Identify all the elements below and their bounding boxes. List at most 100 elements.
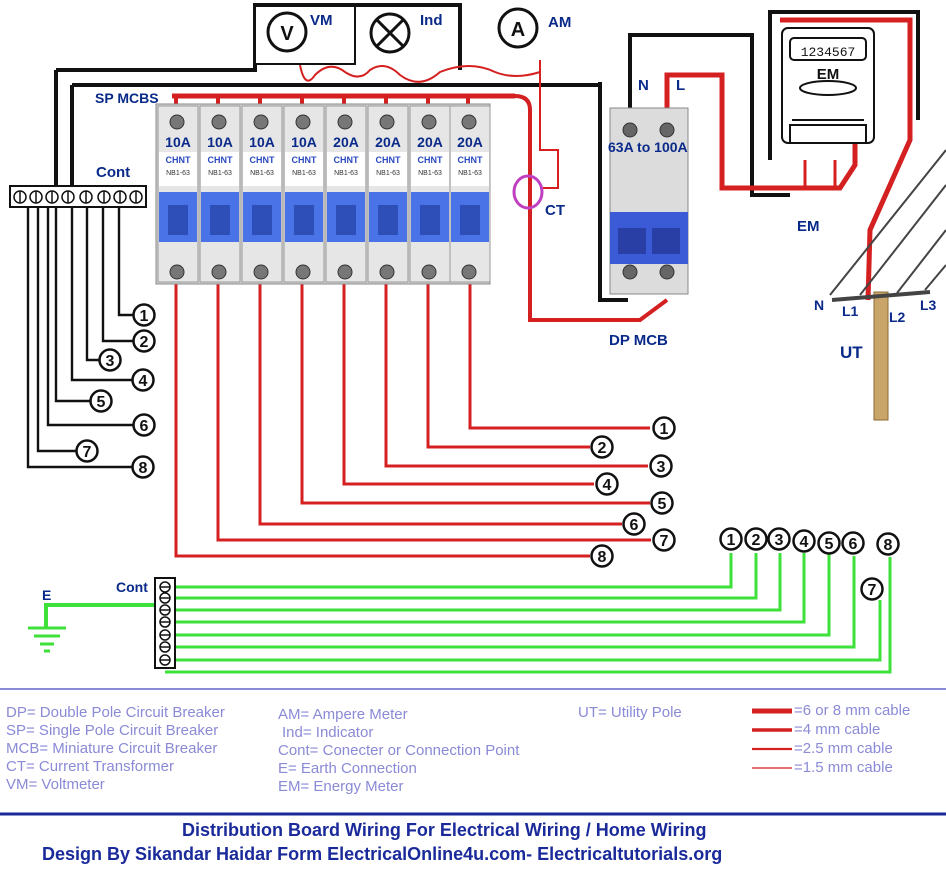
footer-title: Distribution Board Wiring For Electrical… — [182, 820, 707, 840]
ut-label: UT — [840, 343, 863, 362]
e-label: E — [42, 587, 51, 603]
ct-label: CT — [545, 202, 565, 219]
connection-number-4: 4 — [131, 368, 155, 392]
ind-label: Ind — [420, 12, 443, 29]
connection-number-2: 2 — [132, 329, 156, 353]
dp-mcb — [609, 107, 689, 295]
connection-number-7: 7 — [652, 528, 676, 552]
dp-mcb-label: DP MCB — [609, 332, 668, 349]
pole-n-label: N — [814, 297, 824, 313]
am-label: AM — [548, 14, 571, 31]
breaker-model: NB1-63 — [458, 170, 482, 177]
breaker-brand: CHNT — [376, 155, 401, 165]
breaker-brand: CHNT — [208, 155, 233, 165]
voltmeter: V — [266, 11, 308, 53]
breaker-brand: CHNT — [458, 155, 483, 165]
connector-screw — [129, 190, 143, 204]
legend-cables: =6 or 8 mm cable =4 mm cable =2.5 mm cab… — [794, 702, 910, 778]
breaker-rating: 10A — [207, 134, 233, 150]
connection-number-1: 1 — [132, 303, 156, 327]
connection-number-4: 4 — [595, 472, 619, 496]
breaker-model: NB1-63 — [334, 170, 358, 177]
connector-screw — [79, 190, 93, 204]
connector-screw — [45, 190, 59, 204]
l-label: L — [676, 77, 685, 94]
legend-cont: Cont= Conecter or Connection Point — [278, 742, 520, 759]
vm-label: VM — [310, 12, 333, 29]
breaker-model: NB1-63 — [292, 170, 316, 177]
connection-number-6: 6 — [622, 512, 646, 536]
connection-number-label: 5 — [658, 496, 667, 513]
legend-ut: UT= Utility Pole — [578, 704, 682, 721]
breaker-model: NB1-63 — [250, 170, 274, 177]
ammeter-symbol: A — [511, 19, 525, 41]
connection-number-label: 5 — [825, 536, 834, 553]
breaker-brand: CHNT — [334, 155, 359, 165]
energy-meter — [781, 27, 875, 144]
legend-cable-6mm: =6 or 8 mm cable — [794, 702, 911, 719]
connector-screw — [159, 581, 171, 593]
connection-number-label: 6 — [630, 517, 639, 534]
legend-ind: Ind= Indicator — [282, 724, 374, 741]
meter-display: 1234567 — [801, 45, 856, 60]
connection-number-6: 6 — [841, 531, 865, 555]
legend-sp: SP= Single Pole Circuit Breaker — [6, 722, 219, 739]
legend-cable-1-5mm: =1.5 mm cable — [794, 759, 893, 776]
sp-mcb-2: 10A CHNT NB1-63 — [199, 105, 241, 283]
connection-number-label: 6 — [849, 536, 858, 553]
pole-l2-label: L2 — [889, 309, 906, 325]
connection-number-label: 3 — [106, 353, 115, 370]
earth-wires — [44, 553, 892, 674]
connection-number-6: 6 — [132, 413, 156, 437]
breaker-model: NB1-63 — [208, 170, 232, 177]
connector-screw — [97, 190, 111, 204]
connector-screw — [113, 190, 127, 204]
breaker-rating: 20A — [417, 134, 443, 150]
connection-number-2: 2 — [744, 527, 768, 551]
connector-screw — [159, 604, 171, 616]
sp-mcbs-label: SP MCBS — [95, 90, 159, 106]
legend-em: EM= Energy Meter — [278, 778, 404, 795]
connection-number-3: 3 — [98, 348, 122, 372]
cont-bottom-label: Cont — [116, 579, 148, 595]
dp-rating-label: 63A to 100A — [608, 139, 688, 155]
em-label: EM — [797, 218, 820, 235]
connector-screw — [29, 190, 43, 204]
pole-l1-label: L1 — [842, 303, 859, 319]
pole-l3-label: L3 — [920, 297, 937, 313]
breaker-brand: CHNT — [418, 155, 443, 165]
connection-number-label: 8 — [139, 460, 148, 477]
connector-screw — [159, 654, 171, 666]
connection-number-5: 5 — [817, 531, 841, 555]
cont-wires-left — [26, 195, 135, 469]
legend-column-2: AM= Ampere Meter Ind= Indicator Cont= Co… — [278, 706, 519, 796]
connection-number-5: 5 — [650, 491, 674, 515]
legend-ct: CT= Current Transformer — [6, 758, 174, 775]
connection-number-label: 7 — [83, 444, 92, 461]
legend-column-1: DP= Double Pole Circuit Breaker SP= Sing… — [6, 704, 225, 794]
legend-e: E= Earth Connection — [278, 760, 417, 777]
footer-credit: Design By Sikandar Haidar Form Electrica… — [42, 844, 723, 864]
connection-number-label: 4 — [139, 373, 148, 390]
n-label: N — [638, 77, 649, 94]
breaker-rating: 20A — [375, 134, 401, 150]
connector-screw — [159, 629, 171, 641]
voltmeter-symbol: V — [280, 23, 294, 45]
connection-number-label: 4 — [800, 534, 809, 551]
breaker-model: NB1-63 — [418, 170, 442, 177]
connection-number-8: 8 — [131, 455, 155, 479]
circuit-output-wires — [174, 272, 651, 558]
connection-number-5: 5 — [89, 389, 113, 413]
legend-dp: DP= Double Pole Circuit Breaker — [6, 704, 225, 721]
connection-number-label: 2 — [598, 440, 607, 457]
connection-number-label: 1 — [660, 421, 669, 438]
connection-number-label: 1 — [140, 308, 149, 325]
connection-number-label: 8 — [598, 549, 607, 566]
